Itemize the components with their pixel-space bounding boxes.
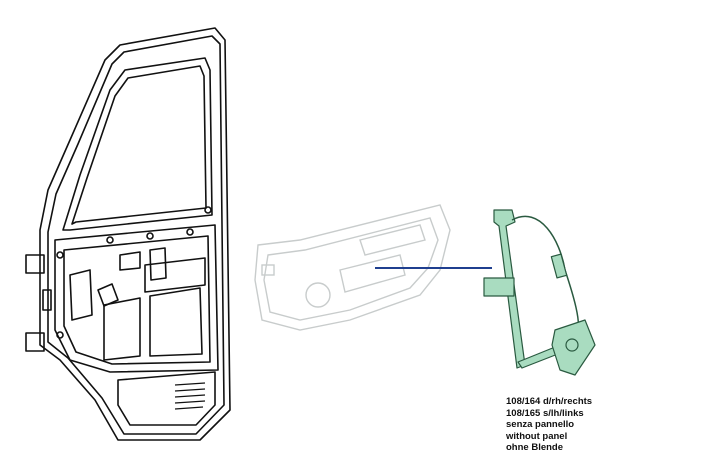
caption-line-english: without panel <box>506 430 568 442</box>
part-number-caption: 108/164 d/rh/rechts 108/165 s/lh/links s… <box>506 396 592 454</box>
caption-line-part-lh: 108/165 s/lh/links <box>506 407 584 419</box>
caption-line-part-rh: 108/164 d/rh/rechts <box>506 396 593 407</box>
caption-line-german: ohne Blende <box>506 442 564 453</box>
door-panel-faded <box>254 204 451 331</box>
door-illustration <box>25 27 231 441</box>
caption-line-italian: senza pannello <box>506 419 575 430</box>
window-regulator-part <box>483 209 596 376</box>
